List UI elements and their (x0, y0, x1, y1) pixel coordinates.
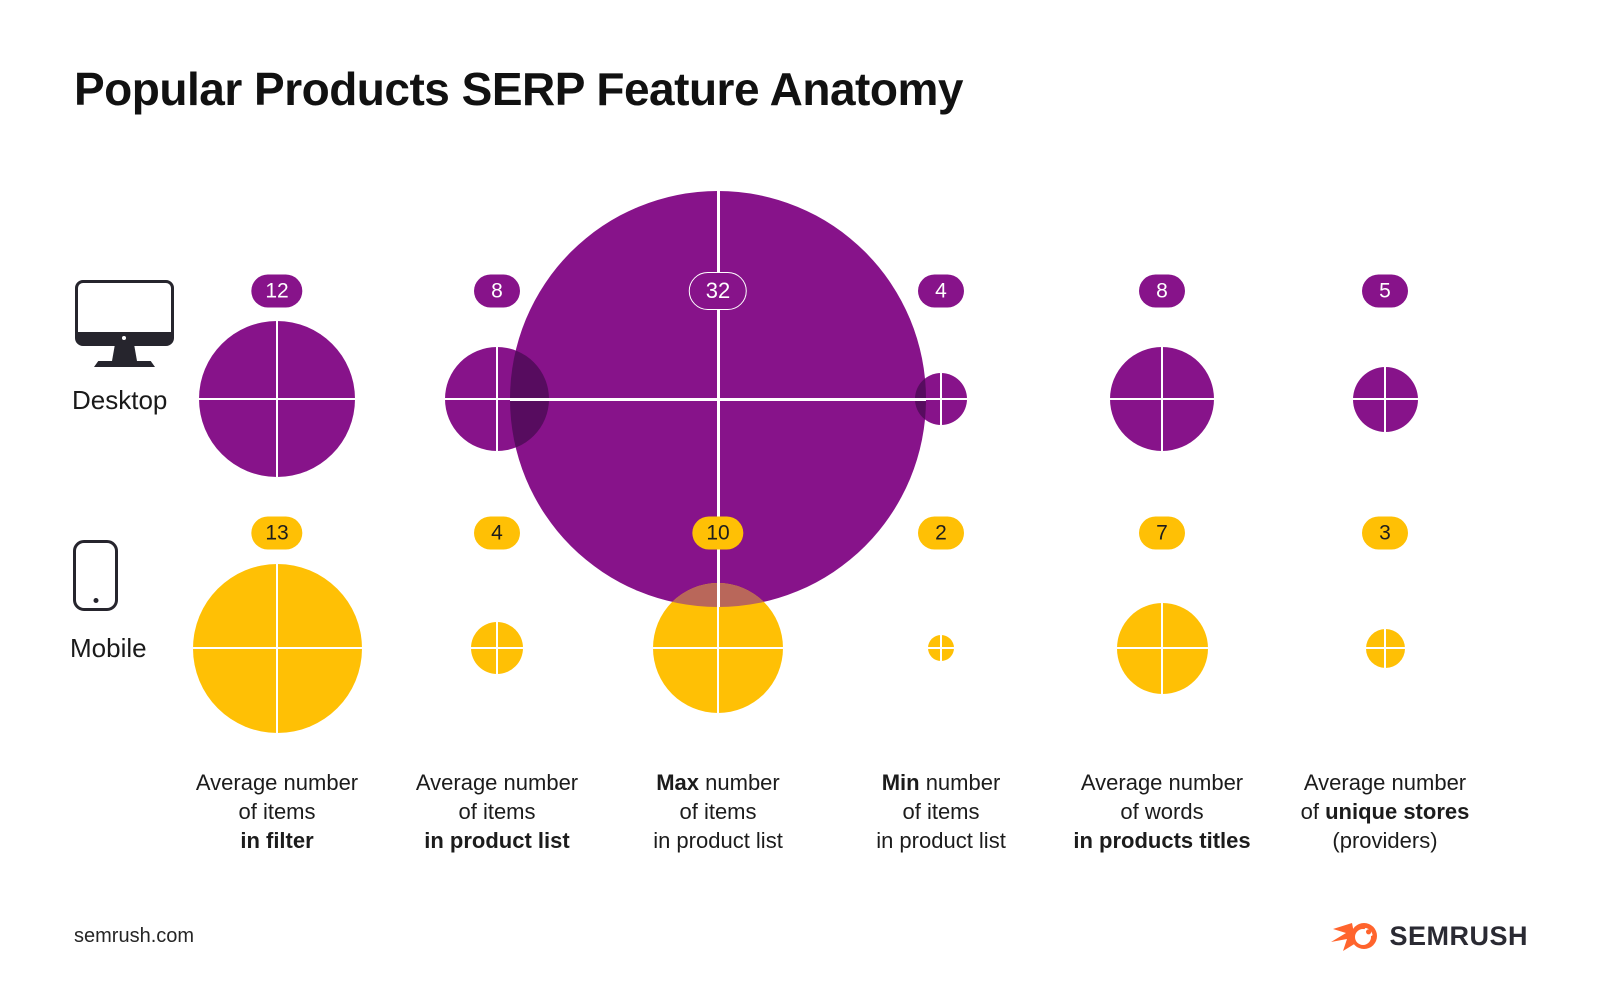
value-badge-desktop-col3: 32 (688, 272, 748, 310)
value-badge-desktop-col6: 5 (1362, 274, 1408, 308)
value-badge-mobile-col5: 7 (1139, 516, 1185, 550)
mobile-phone-icon (73, 540, 118, 611)
monitor-stand-base (94, 361, 155, 367)
crosshair-line (496, 622, 498, 674)
crosshair-line (1161, 602, 1163, 694)
value-badge-mobile-col1: 13 (251, 516, 303, 550)
crosshair-line (940, 373, 942, 425)
crosshair-line (716, 191, 720, 607)
footer-site-text: semrush.com (74, 925, 195, 947)
semrush-wordmark: SEMRUSH (1389, 920, 1528, 951)
crosshair-line (940, 635, 942, 661)
crosshair-line (1384, 366, 1386, 432)
value-badge-desktop-col4: 4 (918, 274, 964, 308)
desktop-monitor-icon (75, 280, 174, 370)
value-badge-desktop-col5: 8 (1139, 274, 1185, 308)
crosshair-line (496, 347, 498, 451)
monitor-stand-neck (112, 344, 137, 361)
crosshair-line (1161, 347, 1163, 451)
page-title: Popular Products SERP Feature Anatomy (74, 63, 963, 115)
crosshair-line (717, 583, 719, 713)
value-badge-desktop-col2: 8 (474, 274, 520, 308)
legend-label-mobile: Mobile (70, 633, 147, 663)
semrush-logo: SEMRUSH (1330, 916, 1528, 956)
semrush-flame-icon (1331, 923, 1378, 951)
monitor-camera-dot (122, 336, 126, 340)
value-badge-mobile-col4: 2 (918, 516, 964, 550)
crosshair-line (276, 321, 278, 477)
value-badge-mobile-col6: 3 (1362, 516, 1408, 550)
value-badge-desktop-col1: 12 (251, 274, 303, 308)
value-badge-mobile-col2: 4 (474, 516, 520, 550)
crosshair-line (1384, 628, 1386, 668)
phone-home-dot (93, 598, 98, 603)
legend-label-desktop: Desktop (72, 385, 168, 415)
crosshair-line (276, 563, 278, 733)
value-badge-mobile-col3: 10 (692, 516, 744, 550)
